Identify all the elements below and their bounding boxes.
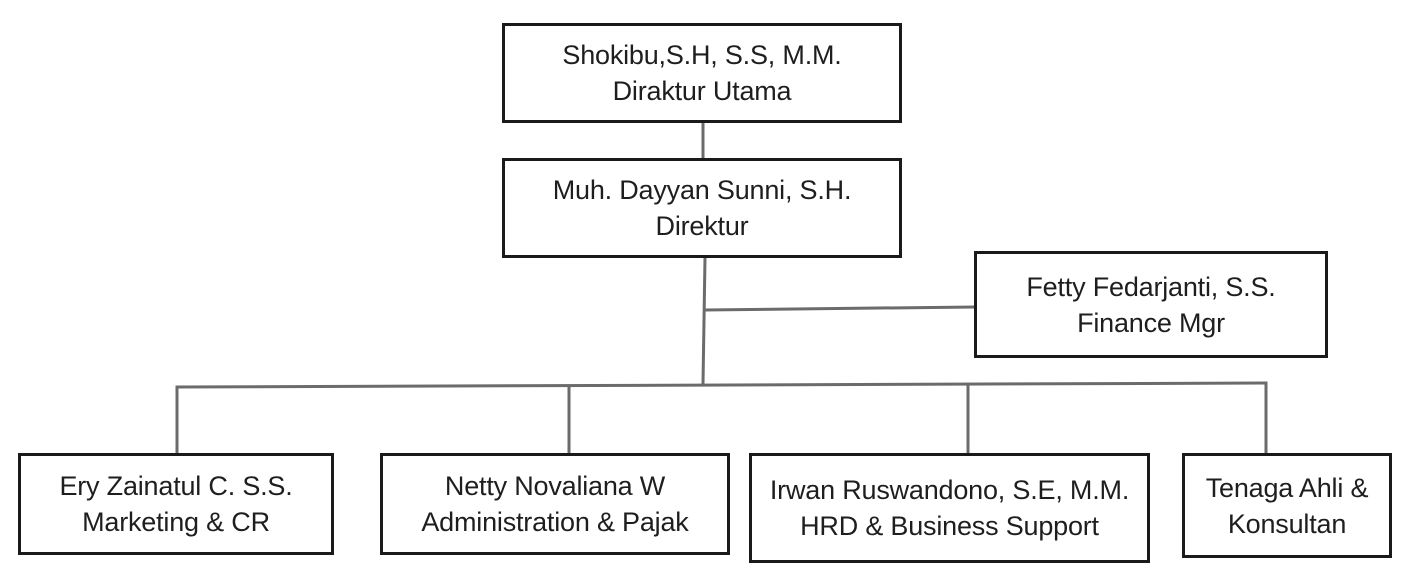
node-direktur: Muh. Dayyan Sunni, S.H. Direktur <box>502 158 902 258</box>
connector-horizontal-bus <box>175 381 1268 389</box>
node-tenaga-ahli: Tenaga Ahli & Konsultan <box>1182 453 1392 558</box>
node-finance-manager: Fetty Fedarjanti, S.S. Finance Mgr <box>974 251 1328 358</box>
node-hrd: Irwan Ruswandono, S.E, M.M. HRD & Busine… <box>749 453 1150 563</box>
node-role: Konsultan <box>1227 508 1347 539</box>
node-role: Diraktur Utama <box>612 76 792 106</box>
node-name: Netty Novaliana W <box>444 471 666 501</box>
node-direktur-utama: Shokibu,S.H, S.S, M.M. Diraktur Utama <box>502 23 902 123</box>
node-role: Administration & Pajak <box>421 507 689 537</box>
connector-direktur-trunk <box>701 256 707 385</box>
node-role: HRD & Business Support <box>800 511 1099 541</box>
node-administration: Netty Novaliana W Administration & Pajak <box>380 453 730 555</box>
node-name: Fetty Fedarjanti, S.S. <box>1026 271 1276 302</box>
node-role: Marketing & CR <box>82 507 270 537</box>
node-name: Muh. Dayyan Sunni, S.H. <box>552 175 852 205</box>
node-name: Irwan Ruswandono, S.E, M.M. <box>769 475 1130 505</box>
node-name: Tenaga Ahli & <box>1205 472 1369 503</box>
node-name: Shokibu,S.H, S.S, M.M. <box>562 40 842 70</box>
connector-to-finance <box>703 305 976 312</box>
node-role: Finance Mgr <box>1077 307 1225 338</box>
node-name: Ery Zainatul C. S.S. <box>59 471 293 501</box>
node-role: Direktur <box>655 211 749 241</box>
node-marketing: Ery Zainatul C. S.S. Marketing & CR <box>18 453 334 555</box>
